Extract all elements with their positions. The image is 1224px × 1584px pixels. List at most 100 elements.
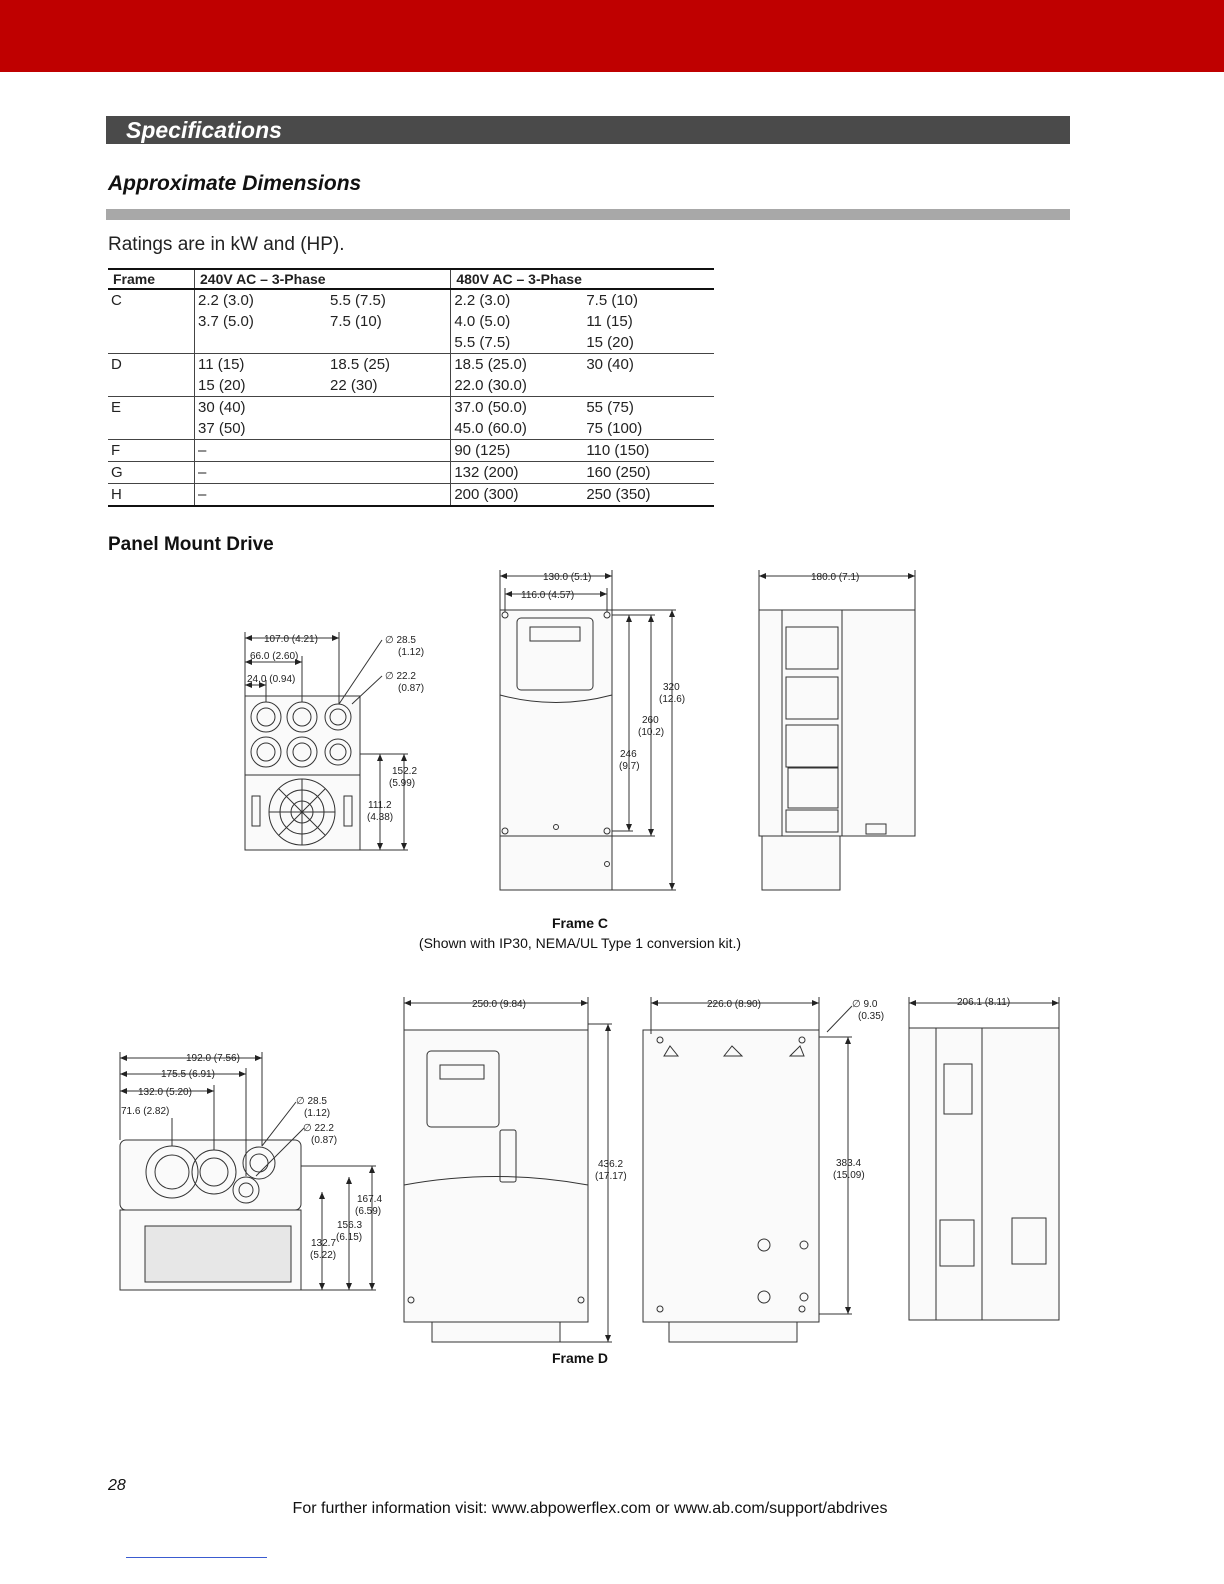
frame-c-caption-note: (Shown with IP30, NEMA/UL Type 1 convers… <box>418 935 742 951</box>
frame-cell <box>108 375 195 397</box>
dim-label: (10.2) <box>638 727 664 738</box>
ratings-table-header: Frame 240V AC – 3-Phase 480V AC – 3-Phas… <box>108 268 714 290</box>
cell: 22 (30) <box>327 375 452 397</box>
cell: 15 (20) <box>194 375 327 397</box>
dim-label: 250.0 (9.84) <box>472 999 526 1010</box>
cell: 5.5 (7.5) <box>450 332 584 354</box>
cell: 5.5 (7.5) <box>327 289 452 311</box>
dim-label: 132.7 <box>311 1238 336 1249</box>
cell <box>194 332 327 354</box>
dim-label: 152.2 <box>392 766 417 777</box>
table-row: F – 90 (125) 110 (150) <box>108 439 714 462</box>
dim-label: (0.35) <box>858 1011 884 1022</box>
section-title-bar: Specifications <box>106 116 1070 144</box>
cell <box>327 332 452 354</box>
dim-label: 156.3 <box>337 1220 362 1231</box>
page-number: 28 <box>108 1477 126 1494</box>
cell: 90 (125) <box>450 439 584 462</box>
table-row: 15 (20) 22 (30) 22.0 (30.0) <box>108 375 714 397</box>
cell: 200 (300) <box>450 483 584 507</box>
table-row: H – 200 (300) 250 (350) <box>108 483 714 507</box>
frame-d-front-view <box>403 997 612 1343</box>
cell: 75 (100) <box>583 418 714 440</box>
dim-label: ∅ 22.2 <box>385 671 416 682</box>
frame-cell <box>108 332 195 354</box>
dim-label: 320 <box>663 682 680 693</box>
frame-c-caption: Frame C <box>551 915 609 931</box>
cell: 18.5 (25.0) <box>454 356 527 373</box>
frame-d-caption: Frame D <box>551 1350 609 1366</box>
dim-label: 167.4 <box>357 1194 382 1205</box>
frame-cell: H <box>108 483 195 507</box>
frame-d-side-view <box>908 997 1060 1321</box>
dim-label: ∅ 28.5 <box>385 635 416 646</box>
cell: 37 (50) <box>194 418 327 440</box>
frame-d-bottom-view <box>119 1052 376 1291</box>
frame-cell <box>108 311 195 332</box>
cell: 30 (40) <box>586 356 634 373</box>
cell: – <box>194 439 327 462</box>
table-row: G – 132 (200) 160 (250) <box>108 461 714 484</box>
cell: 55 (75) <box>586 399 634 416</box>
frame-cell <box>108 418 195 440</box>
dim-label: ∅ 9.0 <box>852 999 878 1010</box>
frame-c-bottom-view <box>244 632 408 851</box>
cell <box>327 439 452 462</box>
table-row: 37 (50) 45.0 (60.0) 75 (100) <box>108 418 714 440</box>
dim-label: 436.2 <box>598 1159 623 1170</box>
cell <box>327 483 452 507</box>
dim-label: 206.1 (8.11) <box>957 997 1010 1008</box>
dim-label: (5.22) <box>310 1250 336 1261</box>
table-row: 5.5 (7.5) 15 (20) <box>108 332 714 354</box>
dim-label: (1.12) <box>398 647 424 658</box>
header-240v: 240V AC – 3-Phase <box>193 268 451 290</box>
dim-label: (6.59) <box>355 1206 381 1217</box>
cell: 11 (15) <box>198 356 245 373</box>
gray-divider-rule <box>106 209 1070 220</box>
ratings-note: Ratings are in kW and (HP). <box>108 234 345 255</box>
frame-d-rear-view <box>642 997 853 1343</box>
section-title: Specifications <box>126 117 282 143</box>
dim-label: 260 <box>642 715 659 726</box>
frame-cell: E <box>108 396 195 418</box>
cell <box>327 396 452 418</box>
dim-label: (4.38) <box>367 812 393 823</box>
cell: 2.2 (3.0) <box>454 292 511 309</box>
top-red-band <box>0 0 1224 72</box>
dim-label: 246 <box>620 749 637 760</box>
dim-label: 130.0 (5.1) <box>543 572 591 583</box>
frame-c-front-view <box>499 570 676 891</box>
dim-label: (1.12) <box>304 1108 330 1119</box>
dim-label: 116.0 (4.57) <box>521 590 574 601</box>
header-frame: Frame <box>108 268 195 290</box>
cell: 15 (20) <box>583 332 714 354</box>
dim-label: (9.7) <box>619 761 640 772</box>
cell: 3.7 (5.0) <box>198 313 254 330</box>
cell: 11 (15) <box>586 313 633 330</box>
frame-c-side-view <box>758 570 916 891</box>
panel-mount-title: Panel Mount Drive <box>108 534 274 555</box>
cell <box>583 375 714 397</box>
dim-label: 71.6 (2.82) <box>121 1106 169 1117</box>
table-row: D 11 (15) 18.5 (25) 18.5 (25.0) 30 (40) <box>108 353 714 375</box>
ratings-table: Frame 240V AC – 3-Phase 480V AC – 3-Phas… <box>108 268 714 507</box>
dim-label: 66.0 (2.60) <box>250 651 298 662</box>
cell: – <box>194 461 327 484</box>
cell: 18.5 (25) <box>327 353 452 375</box>
table-row: C 2.2 (3.0) 5.5 (7.5) 2.2 (3.0) 7.5 (10) <box>108 289 714 311</box>
dim-label: 24.0 (0.94) <box>247 674 295 685</box>
dim-label: (15.09) <box>833 1170 865 1181</box>
frame-cell: D <box>108 353 195 375</box>
dim-label: 132.0 (5.20) <box>138 1087 192 1098</box>
table-row: E 30 (40) 37.0 (50.0) 55 (75) <box>108 396 714 418</box>
dim-label: 226.0 (8.90) <box>707 999 761 1010</box>
dim-label: (12.6) <box>659 694 685 705</box>
dim-label: 383.4 <box>836 1158 861 1169</box>
cell: 132 (200) <box>450 461 584 484</box>
footer-link-underline <box>126 1557 267 1558</box>
dim-label: 107.0 (4.21) <box>264 634 318 645</box>
cell: 4.0 (5.0) <box>454 313 511 330</box>
cell: 45.0 (60.0) <box>450 418 584 440</box>
cell: 30 (40) <box>198 399 246 416</box>
